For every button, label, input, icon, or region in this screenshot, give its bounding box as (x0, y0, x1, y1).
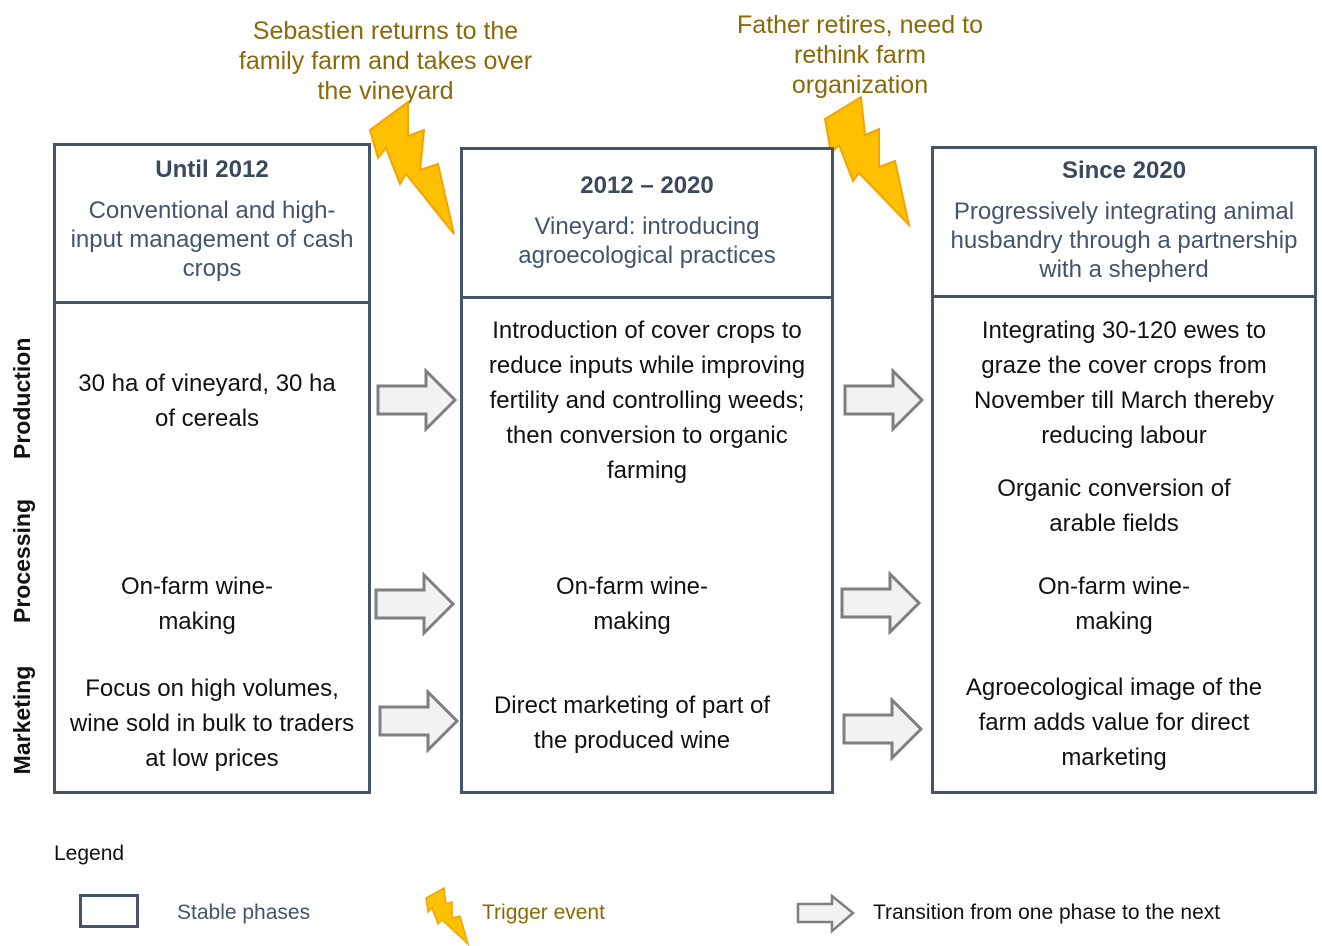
lightning-icon-trigger-1 (368, 100, 455, 235)
phase-header: 2012 – 2020 Vineyard: introducing agroec… (463, 150, 831, 299)
lightning-icon-trigger-2 (823, 95, 911, 229)
phase-production: Integrating 30-120 ewes to graze the cov… (973, 317, 1275, 449)
phase-subtitle: Progressively integrating animal husband… (950, 198, 1298, 283)
phase-processing: On-farm wine-making (120, 573, 274, 635)
transition-arrow-icon (378, 689, 460, 753)
legend-lightning-icon (425, 886, 470, 946)
phase-production: 30 ha of vineyard, 30 ha of cereals (78, 370, 336, 432)
transition-arrow-icon (843, 368, 925, 432)
phase-box-until-2012: Until 2012 Conventional and high-input m… (53, 143, 371, 794)
phase-subtitle: Vineyard: introducing agroecological pra… (518, 213, 776, 269)
legend-trigger-label: Trigger event (482, 901, 605, 924)
trigger-event-2-text: Father retires, need to rethink farm org… (737, 11, 983, 99)
trigger-event-1-text: Sebastien returns to the family farm and… (238, 17, 533, 105)
phase-subtitle: Conventional and high-input management o… (70, 197, 354, 282)
legend-stable-phase-icon (79, 894, 139, 928)
transition-arrow-icon (376, 368, 458, 432)
transition-arrow-icon (374, 572, 456, 636)
phase-processing: On-farm wine-making (555, 573, 709, 635)
phase-production: Introduction of cover crops to reduce in… (488, 317, 806, 484)
phase-header: Since 2020 Progressively integrating ani… (934, 149, 1314, 298)
phase-box-2012-2020: 2012 – 2020 Vineyard: introducing agroec… (460, 147, 834, 794)
legend-transition-arrow-icon (796, 894, 855, 934)
legend-transition-label: Transition from one phase to the next (873, 901, 1221, 924)
transition-arrow-icon (840, 571, 922, 635)
phase-header: Until 2012 Conventional and high-input m… (56, 146, 368, 304)
phase-processing: On-farm wine-making (1037, 573, 1191, 635)
phase-production-extra: Organic conversion of arable fields (997, 475, 1231, 537)
phase-title: Until 2012 (155, 156, 269, 183)
phase-marketing: Focus on high volumes, wine sold in bulk… (69, 675, 355, 772)
phase-marketing: Direct marketing of part of the produced… (493, 692, 771, 754)
phase-marketing: Agroecological image of the farm adds va… (965, 674, 1263, 771)
legend-title: Legend (54, 842, 125, 865)
phase-box-since-2020: Since 2020 Progressively integrating ani… (931, 146, 1317, 794)
phase-title: Since 2020 (1061, 157, 1187, 184)
transition-arrow-icon (842, 697, 924, 761)
row-label-marketing: Marketing (9, 665, 35, 775)
phase-title: 2012 – 2020 (580, 172, 714, 199)
legend-stable-label: Stable phases (177, 901, 311, 924)
row-label-production: Production (9, 337, 35, 459)
row-label-processing: Processing (9, 499, 35, 623)
